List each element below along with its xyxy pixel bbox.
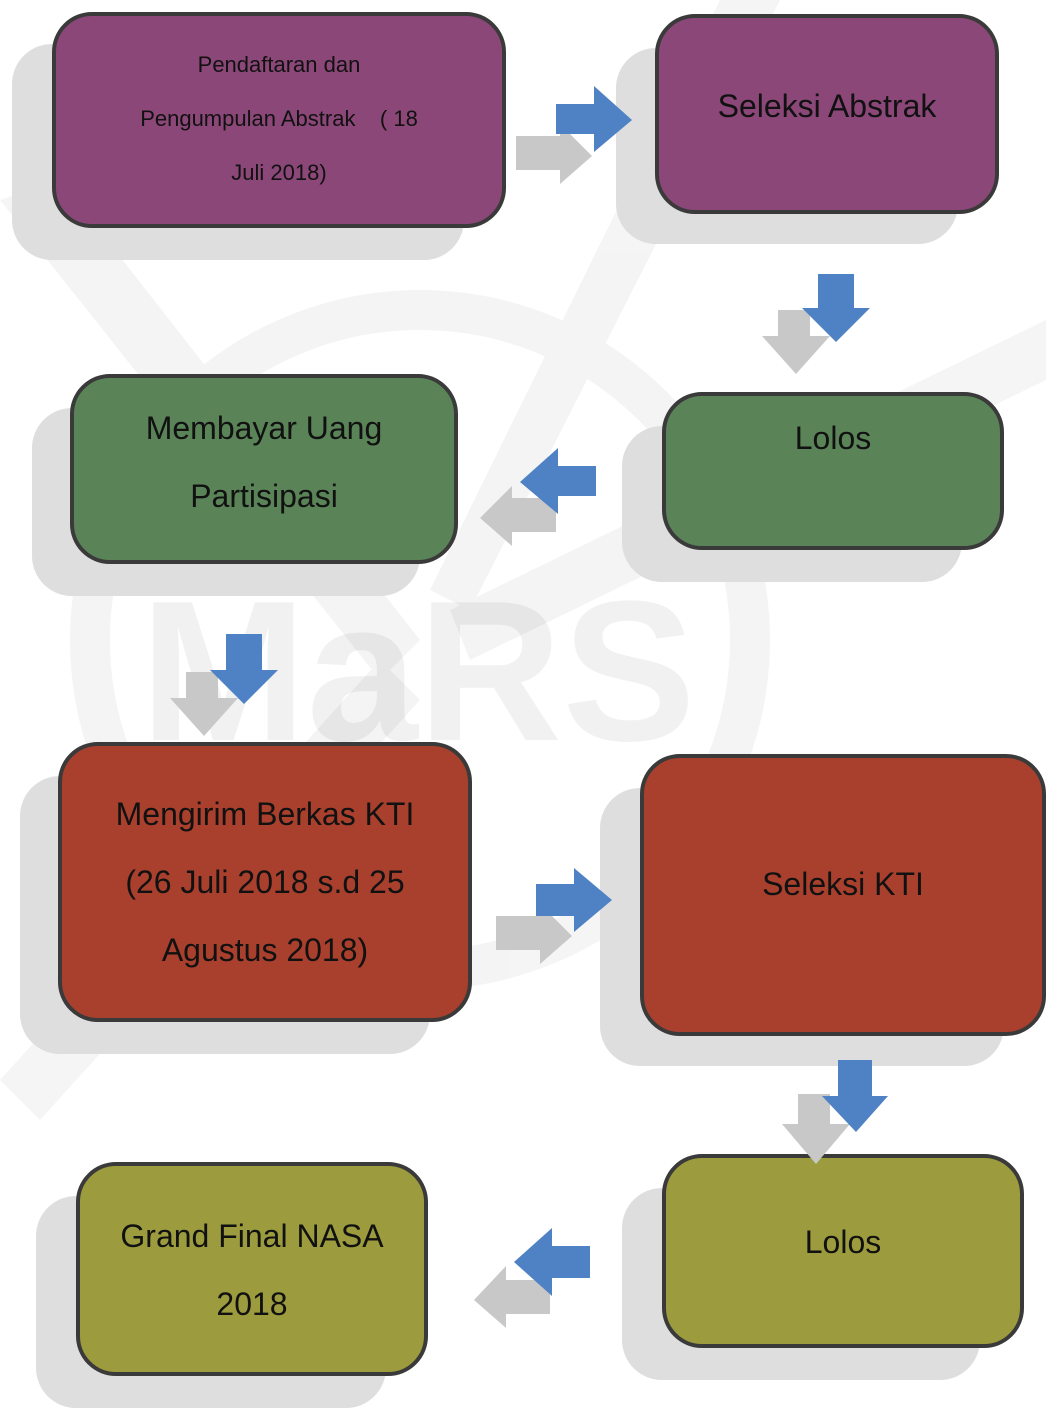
step-text-line: (26 Juli 2018 s.d 25 bbox=[125, 864, 405, 900]
step-text-line: Grand Final NASA bbox=[120, 1218, 384, 1254]
step-text-line: Membayar Uang bbox=[145, 410, 383, 446]
step-seleksi-abstrak: Seleksi Abstrak bbox=[655, 14, 999, 214]
arrow-right-icon bbox=[496, 868, 612, 964]
step-mengirim: Mengirim Berkas KTI (26 Juli 2018 s.d 25… bbox=[58, 742, 472, 1022]
step-text-line: Lolos bbox=[804, 1224, 882, 1260]
step-text-line: Partisipasi bbox=[190, 478, 338, 514]
step-pendaftaran: Pendaftaran dan Pengumpulan Abstrak ( 18… bbox=[52, 12, 506, 228]
step-text-line: Pengumpulan Abstrak ( 18 bbox=[140, 106, 418, 131]
arrow-down-icon bbox=[170, 634, 278, 736]
step-lolos-2: Lolos bbox=[662, 1154, 1024, 1348]
step-text-line: 2018 bbox=[216, 1286, 288, 1322]
step-text-line: Seleksi Abstrak bbox=[717, 88, 937, 124]
arrow-left-icon bbox=[474, 1228, 590, 1328]
step-text-line: Mengirim Berkas KTI bbox=[115, 796, 415, 832]
step-lolos-1: Lolos bbox=[662, 392, 1004, 550]
step-grand-final: Grand Final NASA 2018 bbox=[76, 1162, 428, 1376]
step-membayar: Membayar Uang Partisipasi bbox=[70, 374, 458, 564]
step-text-line: Lolos bbox=[794, 420, 872, 456]
step-text-line: Seleksi KTI bbox=[762, 866, 924, 902]
step-seleksi-kti: Seleksi KTI bbox=[640, 754, 1046, 1036]
arrow-down-icon bbox=[762, 274, 870, 374]
arrow-left-icon bbox=[480, 448, 596, 546]
step-text-line: Pendaftaran dan bbox=[197, 52, 361, 77]
step-text-line: Juli 2018) bbox=[231, 160, 327, 185]
arrow-down-icon bbox=[782, 1060, 888, 1164]
arrow-right-icon bbox=[516, 86, 632, 184]
step-text-line: Agustus 2018) bbox=[161, 932, 369, 968]
